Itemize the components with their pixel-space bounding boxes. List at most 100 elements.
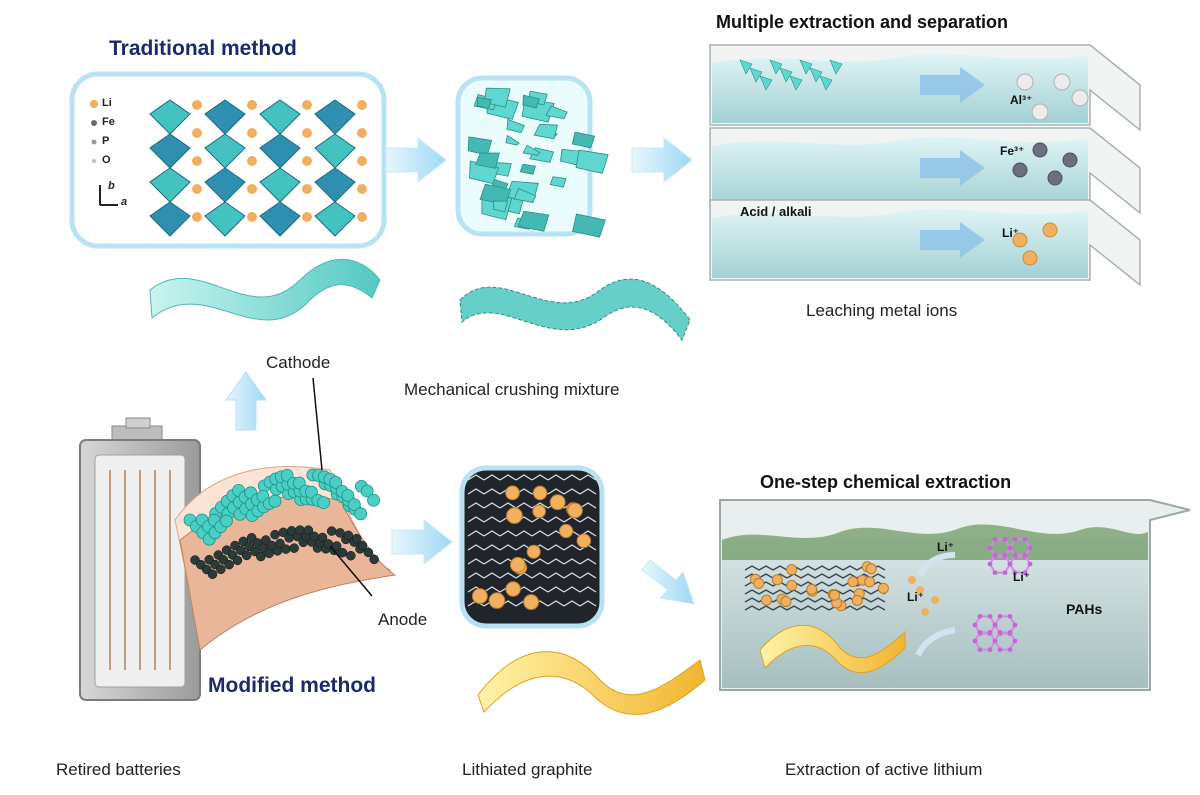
leaching-caption: Leaching metal ions: [806, 301, 958, 320]
crushed-particles-panel: [448, 68, 609, 244]
li-sphere: [786, 579, 798, 591]
tank-arrow: [920, 67, 985, 103]
li-atom: [192, 128, 202, 138]
axis-a: a: [121, 196, 128, 208]
li-atom: [357, 212, 367, 222]
li-sphere: [526, 544, 541, 559]
pah-atom: [1027, 561, 1033, 567]
modified-method-title: Modified method: [208, 674, 376, 697]
li-sphere: [753, 577, 765, 589]
pahs-label: PAHs: [1066, 601, 1103, 617]
tank-fragment: [789, 75, 803, 91]
free-li: [931, 596, 939, 604]
li-atom: [247, 212, 257, 222]
crushed-fragment: [517, 210, 550, 232]
li-sphere: [780, 596, 792, 608]
pah-atom: [997, 613, 1003, 619]
pah-atom: [997, 629, 1003, 635]
anode-particle: [343, 530, 354, 541]
retired-batteries-caption: Retired batteries: [56, 760, 181, 779]
anode-label: Anode: [378, 610, 428, 629]
pah-atom: [1022, 536, 1028, 542]
li-sphere: [505, 485, 520, 501]
axis-b: b: [108, 180, 115, 192]
process-arrow: [385, 136, 447, 184]
li-atom: [302, 128, 312, 138]
tank-liquid: [712, 209, 1088, 278]
li-sphere: [558, 523, 574, 539]
anode-particle: [264, 548, 274, 559]
anode-particle: [337, 547, 348, 558]
graphite-sheet: [477, 651, 706, 715]
process-arrow: [631, 136, 693, 184]
free-li: [908, 576, 916, 584]
legend-li-dot: [90, 100, 98, 108]
crushed-cathode-sheet: [459, 278, 691, 341]
crushed-fragment: [575, 149, 609, 174]
li-ion-label-a: Li⁺: [937, 540, 954, 554]
li-sphere: [576, 533, 592, 549]
pah-atom: [1027, 545, 1033, 551]
crushed-fragment: [545, 105, 568, 120]
one-step-title: One-step chemical extraction: [760, 472, 1012, 492]
legend-li: Li: [102, 97, 112, 109]
li-sphere: [847, 576, 859, 588]
li-atom: [302, 184, 312, 194]
anode-particle: [216, 564, 226, 575]
cathode-particle: [367, 493, 380, 507]
free-li: [921, 608, 929, 616]
li-sphere: [567, 502, 583, 519]
anode-particle: [346, 550, 356, 561]
li-sphere: [760, 594, 772, 606]
li-ion: [1022, 250, 1038, 266]
pah-atom: [992, 552, 998, 558]
pah-atom: [977, 629, 983, 635]
extraction-lithium-caption: Extraction of active lithium: [785, 760, 983, 779]
li-sphere: [864, 576, 876, 588]
pah-atom: [992, 622, 998, 628]
li-atom: [302, 212, 312, 222]
crushed-fragment: [549, 176, 567, 188]
process-arrow: [391, 518, 453, 566]
li-atom: [247, 100, 257, 110]
anode-particle: [207, 569, 218, 579]
pah-atom: [1012, 536, 1018, 542]
anode-particle: [363, 547, 374, 558]
pah-atom: [987, 545, 993, 551]
cathode-particle: [329, 476, 343, 489]
anode-particle: [289, 543, 299, 553]
li-sphere: [532, 485, 548, 501]
tank-fragment: [779, 67, 793, 83]
li-sphere: [506, 507, 523, 524]
mechanical-caption: Mechanical crushing mixture: [404, 380, 620, 399]
cathode-particle: [220, 514, 233, 528]
li-atom: [247, 184, 257, 194]
octahedron: [149, 201, 191, 237]
anode-particle: [357, 540, 368, 551]
crushed-fragment: [519, 163, 536, 175]
legend-o: O: [102, 154, 111, 166]
li-ion-label-c: Li⁺: [907, 590, 924, 604]
al-ion: [1071, 89, 1089, 107]
anode-particle: [281, 544, 291, 554]
anode-particle: [241, 550, 252, 561]
anode-particle: [303, 525, 314, 535]
anode-particle: [224, 559, 234, 570]
li-sphere: [509, 556, 526, 573]
legend-p-dot: [91, 139, 97, 145]
octahedron: [314, 201, 356, 237]
li-sphere: [523, 594, 540, 611]
cathode-sheet: [149, 258, 381, 321]
tank-fragment: [769, 59, 783, 75]
tank-fragment: [809, 67, 823, 83]
li-sphere: [471, 588, 488, 605]
crushed-fragment: [533, 124, 559, 140]
crushed-fragment: [513, 187, 537, 203]
legend-fe: Fe: [102, 116, 115, 128]
li-sphere: [532, 504, 547, 519]
tank-arrow: [920, 222, 985, 258]
cathode-particle: [360, 484, 374, 498]
li-atom: [357, 156, 367, 166]
